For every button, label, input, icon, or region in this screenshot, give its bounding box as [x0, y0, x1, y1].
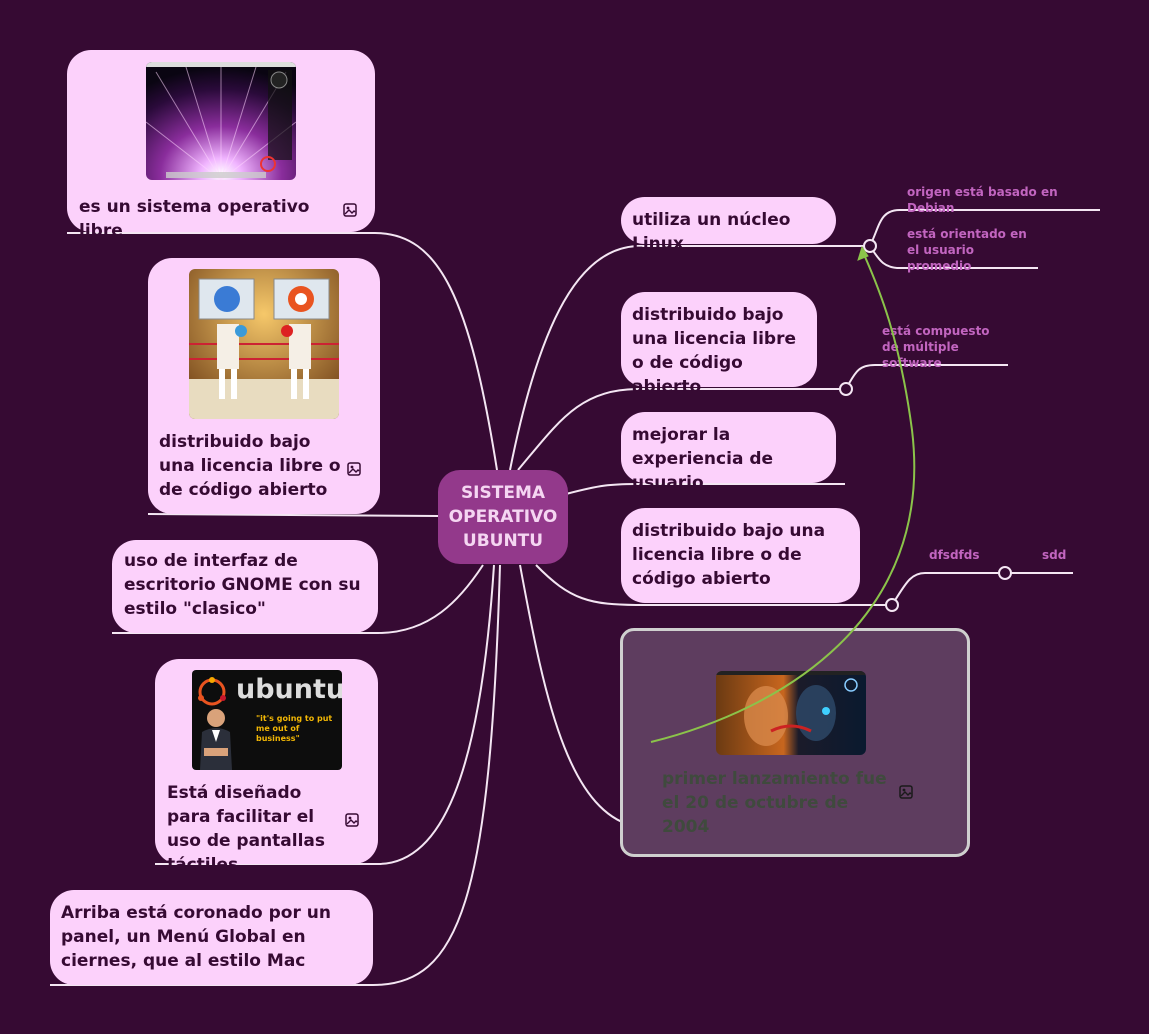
- ad-brand: ubuntu: [236, 674, 342, 705]
- topic-licencia2-label: distribuido bajo una licencia libre o de…: [632, 305, 796, 397]
- subtopic-promedio[interactable]: está orientado en el usuario promedio: [907, 227, 1027, 273]
- topic-libre[interactable]: es un sistema operativo libre: [67, 50, 375, 241]
- link-experiencia: [565, 483, 845, 495]
- subtopic-sdd[interactable]: sdd: [1042, 548, 1067, 562]
- central-topic[interactable]: SISTEMA OPERATIVO UBUNTU: [438, 470, 568, 564]
- link-panel: [50, 564, 501, 986]
- topic-licencia-label: distribuido bajo una licencia libre o de…: [159, 432, 341, 500]
- topic-panel[interactable]: Arriba está coronado por un panel, un Me…: [50, 890, 373, 985]
- link-gnome: [112, 564, 484, 634]
- link-licencia2: [517, 388, 846, 471]
- topic-tactiles-label: Está diseñado para facilitar el uso de p…: [167, 783, 326, 875]
- topic-licencia3-label: distribuido bajo una licencia libre o de…: [632, 521, 826, 589]
- boxing-image: [189, 269, 339, 419]
- link-dfsdfds: [891, 572, 1005, 606]
- topic-lanzamiento-label: primer lanzamiento fue el 20 de octubre …: [662, 769, 887, 837]
- collapse-handle: [885, 598, 899, 612]
- topic-gnome[interactable]: uso de interfaz de escritorio GNOME con …: [112, 540, 378, 633]
- image-icon[interactable]: [343, 200, 357, 224]
- topic-nucleo-label: utiliza un núcleo Linux: [632, 210, 791, 254]
- subtopic-debian[interactable]: origen está basado en Debian: [907, 185, 1058, 215]
- topic-nucleo[interactable]: utiliza un núcleo Linux: [621, 197, 836, 254]
- topic-experiencia[interactable]: mejorar la experiencia de usuario: [621, 412, 836, 493]
- mac-desktop-image: [146, 62, 296, 180]
- subtopic-multiple[interactable]: está compuesto de múltiple software: [882, 324, 990, 370]
- subtopic-dfsdfds[interactable]: dfsdfds: [929, 548, 980, 562]
- topic-licencia[interactable]: distribuido bajo una licencia libre o de…: [148, 258, 380, 514]
- image-icon[interactable]: [345, 810, 359, 834]
- collapse-handle: [839, 382, 853, 396]
- image-icon[interactable]: [899, 784, 913, 803]
- topic-gnome-label: uso de interfaz de escritorio GNOME con …: [124, 551, 361, 619]
- topic-licencia2[interactable]: distribuido bajo una licencia libre o de…: [621, 292, 817, 397]
- link-nucleo: [509, 245, 870, 471]
- topic-panel-label: Arriba está coronado por un panel, un Me…: [61, 903, 331, 971]
- image-icon[interactable]: [347, 459, 361, 483]
- collapse-handle: [998, 566, 1012, 580]
- ad-quote: "it's going to put me out of business": [256, 714, 333, 743]
- topic-licencia3[interactable]: distribuido bajo una licencia libre o de…: [621, 508, 860, 603]
- topic-experiencia-label: mejorar la experiencia de usuario: [632, 425, 774, 493]
- topic-libre-label: es un sistema operativo libre: [79, 197, 310, 241]
- link-licencia: [147, 513, 439, 517]
- link-tactiles: [155, 564, 495, 865]
- central-topic-label: SISTEMA OPERATIVO UBUNTU: [448, 483, 558, 551]
- link-licencia3: [535, 564, 892, 606]
- topic-tactiles[interactable]: ubuntu "it's going to put me out of busi…: [155, 659, 378, 875]
- link-libre: [67, 232, 498, 471]
- collapse-handle: [863, 239, 877, 253]
- ubuntu-ad-image: ubuntu "it's going to put me out of busi…: [192, 670, 342, 770]
- dark-wallpaper-image: [716, 671, 866, 755]
